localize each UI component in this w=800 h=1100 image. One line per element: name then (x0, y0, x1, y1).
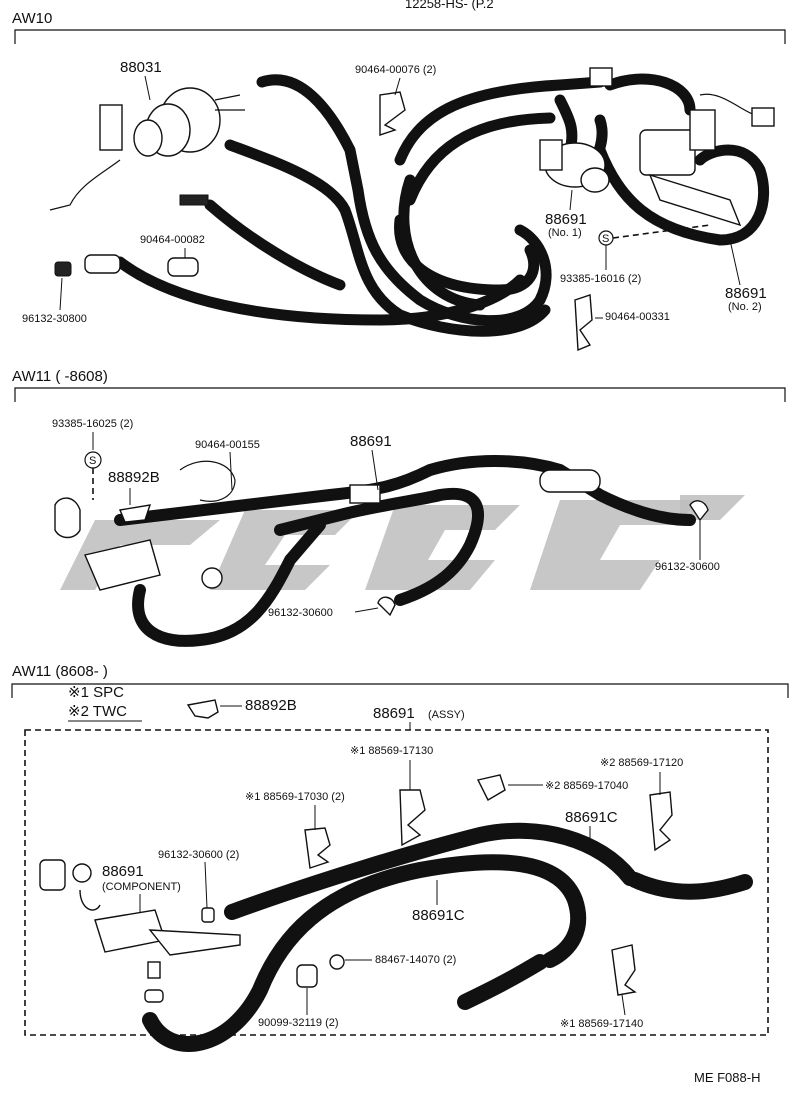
label-96132-30600-b: 96132-30600 (268, 607, 333, 619)
label-88691-assy: 88691 (373, 705, 415, 722)
part-88892B-late (186, 699, 219, 719)
label-88467-14070: 88467-14070 (2) (375, 954, 456, 966)
label-96132-30600-late: 96132-30600 (2) (158, 849, 239, 861)
note-twc: ※2 TWC (68, 703, 127, 720)
label-88691-component: 88691 (102, 863, 144, 880)
label-88691-component-sub: (COMPONENT) (102, 881, 181, 893)
section-frame-aw11-late (11, 683, 789, 698)
label-88569-17120: ※2 88569-17120 (600, 757, 683, 769)
label-88569-17040: ※2 88569-17040 (545, 780, 628, 792)
label-88691C-b: 88691C (412, 907, 465, 924)
section-frame-aw10 (14, 29, 786, 44)
label-88691-no2-sub: (No. 2) (728, 301, 762, 313)
label-88691-no1: 88691 (545, 211, 587, 228)
label-96132-30600-a: 96132-30600 (655, 561, 720, 573)
part-88691-no2-bracket (639, 93, 775, 227)
label-90099-32119: 90099-32119 (2) (258, 1017, 339, 1029)
label-88691-no1-sub: (No. 1) (548, 227, 582, 239)
note-spc: ※1 SPC (68, 684, 124, 701)
part-88691-no1 (539, 139, 610, 193)
aw11-late-components (39, 774, 673, 1003)
part-88031-valve (49, 87, 245, 211)
label-90464-00082: 90464-00082 (140, 234, 205, 246)
label-88691-no2: 88691 (725, 285, 767, 302)
label-88569-17130: ※1 88569-17130 (350, 745, 433, 757)
label-88892B-early: 88892B (108, 469, 160, 486)
aw11-late-notes: ※1 SPC ※2 TWC 88892B 88691 (ASSY) (68, 684, 465, 730)
label-93385-16025: 93385-16025 (2) (52, 418, 133, 430)
section-title-aw11-early: AW11 ( -8608) (12, 368, 108, 385)
label-88892B-late: 88892B (245, 697, 297, 714)
label-96132-30800: 96132-30800 (22, 313, 87, 325)
label-88691C-a: 88691C (565, 809, 618, 826)
labels-aw10: 88031 90464-00076 (2) 90464-00082 96132-… (22, 59, 767, 325)
label-90464-00155: 90464-00155 (195, 439, 260, 451)
aw10-hoses (114, 73, 770, 337)
label-88569-17140: ※1 88569-17140 (560, 1018, 643, 1030)
section-title-aw10: AW10 (12, 10, 52, 27)
label-88569-17030: ※1 88569-17030 (2) (245, 791, 345, 803)
label-88691-early: 88691 (350, 433, 392, 450)
label-88691-assy-sub: (ASSY) (428, 709, 465, 721)
aw11-late-hoses (142, 822, 753, 1052)
labels-aw11-late: ※1 88569-17130 ※2 88569-17120 ※2 88569-1… (102, 745, 683, 1030)
clips-aw10 (54, 67, 613, 352)
figure-code: ME F088-H (694, 1070, 760, 1085)
label-88031: 88031 (120, 59, 162, 76)
aw11-early-components (54, 460, 709, 617)
label-90464-00076: 90464-00076 (2) (355, 64, 436, 76)
assembly-dashed-frame (24, 729, 769, 1036)
label-90464-00331: 90464-00331 (605, 311, 670, 323)
header-cut-text: 12258-HS- (P.2 (405, 0, 494, 11)
aw11-early-hoses (114, 455, 696, 647)
section-title-aw11-late: AW11 (8608- ) (12, 663, 108, 680)
section-frame-aw11-early (14, 387, 786, 402)
symbol-s-aw11: S (89, 455, 96, 467)
label-93385-16016: 93385-16016 (2) (560, 273, 641, 285)
symbol-s-aw10: S (602, 233, 609, 245)
labels-aw11-early: 93385-16025 (2) S 90464-00155 88892B 886… (52, 418, 720, 619)
